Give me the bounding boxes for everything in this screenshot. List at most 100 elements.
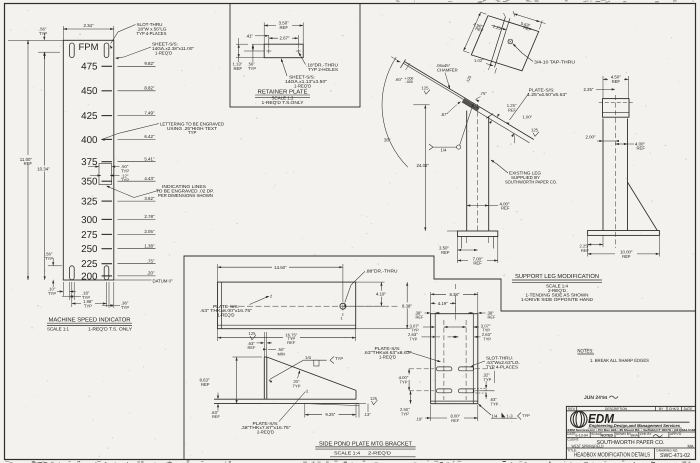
svg-text:REV: REV: [568, 407, 576, 411]
svg-text:REF: REF: [441, 250, 450, 255]
svg-text:TYP: TYP: [48, 291, 56, 296]
svg-text:DATUM 0": DATUM 0": [153, 278, 174, 283]
svg-text:DATE: DATE: [684, 407, 694, 411]
svg-text:24.02": 24.02": [417, 163, 430, 168]
svg-text:10.34": 10.34": [37, 167, 50, 172]
svg-text:TYP: TYP: [188, 130, 196, 135]
svg-text:1: 1: [341, 316, 343, 321]
svg-text:375: 375: [81, 157, 98, 168]
svg-text:.32": .32": [483, 373, 491, 378]
svg-text:TYP: TYP: [121, 305, 129, 310]
svg-text:300: 300: [81, 215, 98, 226]
svg-text:PLATE-S/S:: PLATE-S/S:: [213, 304, 239, 309]
svg-text:EXISTING LEG: EXISTING LEG: [509, 171, 542, 176]
svg-text:TYP 4-PLACES: TYP 4-PLACES: [486, 364, 518, 369]
svg-text:.13": .13": [364, 412, 372, 417]
svg-text:.75": .75": [480, 91, 488, 96]
svg-text:TYP: TYP: [482, 328, 490, 333]
svg-text:.10": .10": [48, 287, 56, 292]
svg-text:PLATE-S/S:: PLATE-S/S:: [375, 346, 401, 351]
svg-text:10.00": 10.00": [620, 250, 633, 255]
svg-text:EDM: EDM: [588, 411, 615, 426]
svg-text:-.009: -.009: [405, 80, 413, 84]
svg-text:4.19": 4.19": [438, 301, 448, 306]
svg-text:REF: REF: [416, 315, 425, 320]
svg-text:.63": .63": [248, 341, 256, 346]
svg-text:2.25": 2.25": [580, 244, 590, 249]
svg-text:1.98": 1.98": [83, 299, 93, 304]
svg-text:3.50": 3.50": [279, 20, 290, 25]
svg-text:14.50": 14.50": [274, 265, 287, 270]
svg-text:.56": .56": [45, 252, 53, 257]
svg-text:125: 125: [370, 396, 378, 401]
svg-text:350: 350: [81, 177, 98, 188]
svg-text:REF: REF: [523, 25, 533, 32]
svg-text:4.43": 4.43": [144, 176, 155, 181]
svg-text:7.49": 7.49": [144, 110, 155, 115]
svg-text:9.82": 9.82": [144, 61, 155, 66]
svg-text:1.25"x4.50"x5.63": 1.25"x4.50"x5.63": [527, 92, 568, 97]
svg-text:.18"DR.-THRU: .18"DR.-THRU: [306, 63, 338, 68]
svg-text:3.07": 3.07": [481, 323, 491, 328]
svg-text:7.00": 7.00": [473, 256, 483, 261]
svg-text:1-REQ'D T.S.ONLY: 1-REQ'D T.S.ONLY: [262, 100, 304, 105]
svg-text:2.25": 2.25": [492, 24, 503, 32]
svg-text:TYP: TYP: [335, 356, 343, 361]
svg-text:Engineering,Design,and Managem: Engineering,Design,and Management Servic…: [589, 423, 681, 428]
svg-text:.20": .20": [147, 271, 155, 276]
svg-text:REF: REF: [280, 25, 289, 30]
svg-text:REF: REF: [622, 254, 631, 259]
svg-text:4.00": 4.00": [635, 141, 645, 146]
svg-text:DATE: DATE: [567, 432, 575, 436]
svg-text:CHAMFER: CHAMFER: [437, 67, 458, 72]
svg-text:2-REQ'D: 2-REQ'D: [368, 451, 391, 456]
svg-text:1-REQ'D: 1-REQ'D: [155, 50, 172, 55]
svg-text:MIN: MIN: [278, 351, 285, 356]
svg-text:.50": .50": [121, 164, 129, 169]
svg-text:275: 275: [81, 230, 98, 241]
svg-text:TYP: TYP: [45, 256, 53, 261]
svg-text:'94: '94: [601, 395, 608, 400]
svg-text:.75": .75": [147, 259, 155, 264]
svg-text:SIDE POND PLATE MTG BRACKET: SIDE POND PLATE MTG BRACKET: [319, 440, 412, 447]
svg-text:TITLE:: TITLE:: [567, 448, 577, 452]
svg-text:TYP: TYP: [84, 304, 92, 309]
svg-text:REF: REF: [451, 418, 460, 423]
svg-text:REF: REF: [637, 146, 646, 151]
svg-text:.50": .50": [278, 347, 286, 352]
svg-text:11.00": 11.00": [20, 157, 33, 162]
svg-text:REF: REF: [24, 161, 33, 166]
svg-text:REF: REF: [612, 79, 621, 84]
svg-text:DRWN BY: DRWN BY: [616, 432, 632, 436]
svg-text:TYP: TYP: [121, 178, 129, 183]
svg-text:TYP: TYP: [401, 412, 409, 417]
svg-text:125: 125: [249, 331, 257, 336]
svg-text:.41": .41": [246, 33, 254, 38]
svg-text:1/4: 1/4: [492, 413, 498, 418]
svg-text:8.38": 8.38": [402, 303, 412, 308]
svg-text:APPV'D: APPV'D: [670, 432, 682, 436]
svg-text:LETTERING TO BE ENGRAVED: LETTERING TO BE ENGRAVED: [160, 121, 224, 126]
svg-text:14GA.x1.13"x3.50": 14GA.x1.13"x3.50": [285, 79, 328, 84]
svg-text:TO BE ENGRAVED .02 DP.: TO BE ENGRAVED .02 DP.: [156, 188, 214, 193]
svg-text:2.78": 2.78": [144, 214, 155, 219]
svg-text:REF: REF: [508, 107, 517, 112]
svg-text:125: 125: [422, 85, 430, 90]
svg-text:TYP: TYP: [410, 337, 418, 342]
svg-text:TYP: TYP: [491, 402, 499, 407]
svg-text:DESCRIPTION: DESCRIPTION: [605, 407, 628, 411]
svg-text:REF: REF: [488, 315, 497, 320]
svg-text:.38": .38": [487, 310, 495, 315]
svg-text:3.50": 3.50": [439, 245, 449, 250]
svg-text:30°: 30°: [384, 138, 391, 143]
svg-text:TYP: TYP: [483, 337, 491, 342]
svg-text:BY: BY: [659, 407, 664, 411]
svg-text:JUN 24: JUN 24: [584, 395, 602, 401]
svg-text:.56": .56": [248, 62, 256, 67]
svg-text:400: 400: [81, 135, 98, 146]
svg-text:SCALE 1:4: SCALE 1:4: [546, 284, 569, 289]
svg-text:1/4: 1/4: [441, 148, 447, 153]
svg-text:.36": .36": [121, 301, 129, 306]
svg-text:SLOT-THRU:: SLOT-THRU:: [486, 356, 513, 361]
svg-text:PER DIMENSIONS SHOWN: PER DIMENSIONS SHOWN: [158, 193, 213, 198]
